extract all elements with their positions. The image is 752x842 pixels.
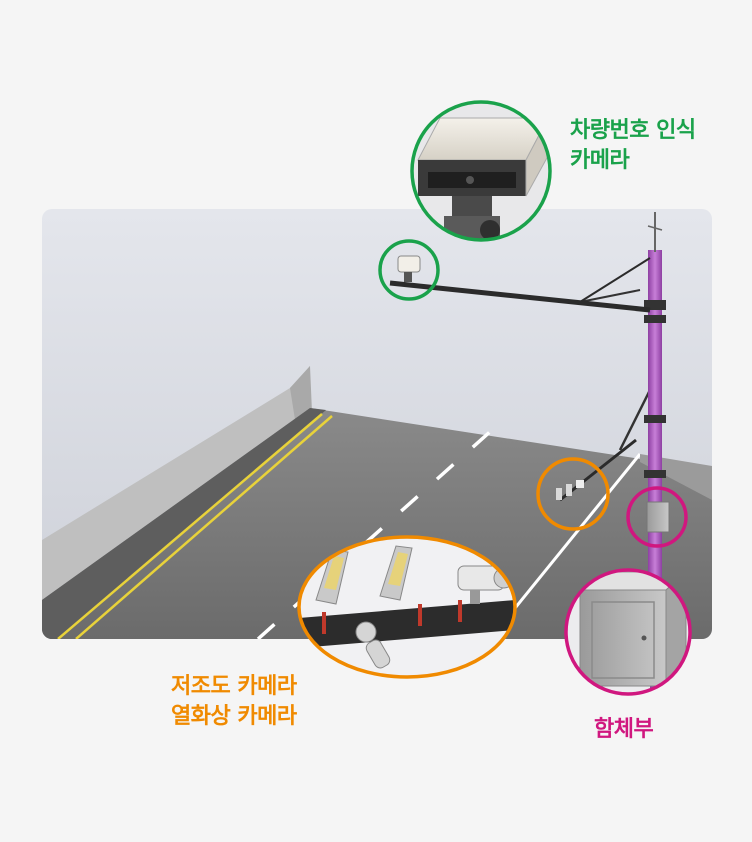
anpr-camera-label-line2: 카메라	[570, 148, 630, 173]
anpr-camera-small	[397, 255, 421, 273]
enclosure-label: 함체부	[594, 715, 654, 745]
enclosure-callout-small	[626, 486, 688, 548]
enclosure-label-text: 함체부	[594, 717, 654, 742]
retaining-wall	[42, 366, 310, 600]
yellow-lane-line	[57, 413, 323, 639]
white-dashed-lane-line	[256, 428, 494, 639]
anpr-camera-zoom	[410, 100, 552, 242]
road-surface	[42, 408, 712, 639]
low-light-thermal-camera-zoom	[297, 535, 517, 679]
pole	[648, 250, 662, 639]
low-light-camera-label-line1: 저조도 카메라	[171, 674, 297, 699]
anpr-camera-label-line1: 차량번호 인식	[570, 118, 696, 143]
enclosure-zoom	[564, 568, 692, 696]
thermal-camera-label-line2: 열화상 카메라	[171, 704, 297, 729]
enclosure-small	[646, 501, 670, 533]
anpr-camera-callout-small	[378, 239, 440, 301]
low-light-thermal-camera-label: 저조도 카메라 열화상 카메라	[171, 672, 297, 732]
low-light-camera-callout-small	[536, 457, 610, 531]
yellow-lane-line	[75, 415, 333, 639]
anpr-camera-label: 차량번호 인식 카메라	[570, 116, 696, 176]
